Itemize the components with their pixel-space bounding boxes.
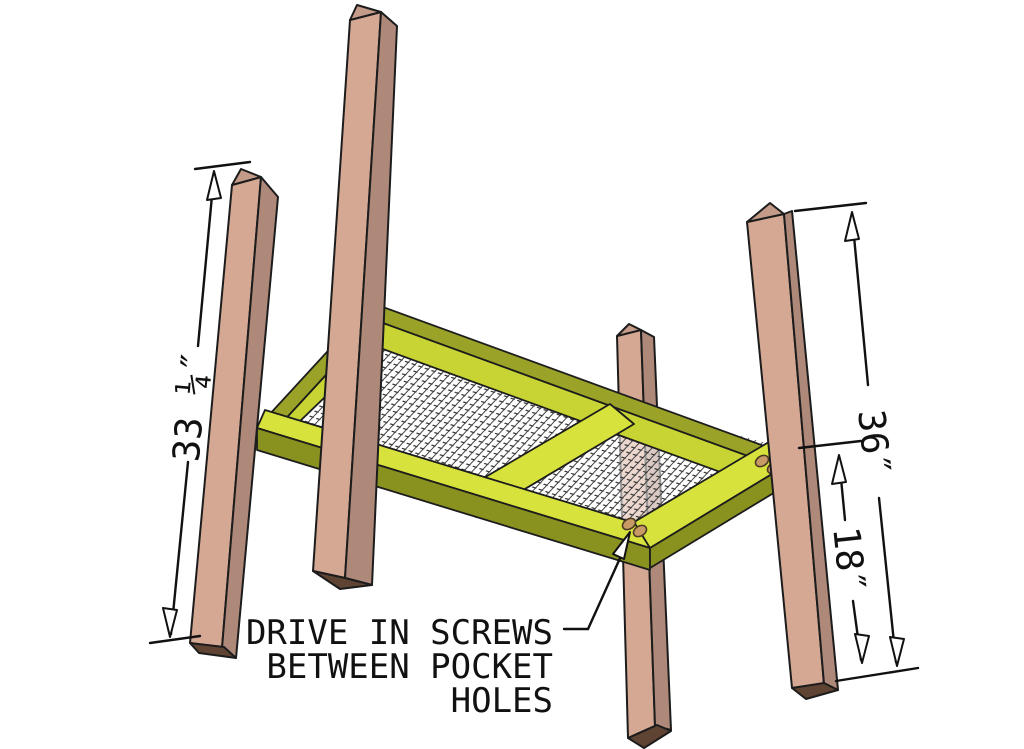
back-post-top-chamfer (349, 4, 382, 21)
arrow-up-icon (206, 170, 222, 201)
dim-tick (834, 666, 920, 683)
dim-line (169, 460, 190, 636)
wire-mesh-panel (272, 336, 784, 530)
arrow-down-icon (889, 636, 905, 667)
dim-label-height-total: 36″ (849, 408, 899, 479)
dimension-height-lower: 18″ (797, 439, 920, 683)
dim-tick (797, 439, 863, 450)
dim-label-height-lower: 18″ (824, 525, 874, 596)
arrow-down-icon (854, 633, 870, 664)
back-post-end-grain (312, 570, 373, 590)
dim-line (877, 496, 898, 664)
pocket-hole (621, 517, 637, 531)
arrow-down-icon (162, 607, 178, 638)
left-post (189, 168, 279, 659)
dimension-leg-left: 33 ¼″ (148, 160, 252, 645)
pocket-hole (754, 454, 770, 468)
dim-line (196, 172, 216, 348)
left-post-top-chamfer (231, 168, 262, 186)
dim-tick (148, 634, 202, 645)
callout-text-line1: DRIVE IN SCREWS (246, 613, 553, 653)
right-post (746, 202, 839, 700)
middle-post-top-chamfer (616, 323, 642, 337)
dimension-height-total: 36″ (793, 201, 905, 667)
left-post-end-grain (189, 642, 237, 659)
middle-post-end-grain (627, 724, 672, 749)
leader-line (562, 554, 623, 631)
arrow-up-icon (844, 211, 860, 242)
dim-label-leg-left: 33 ¼″ (165, 349, 218, 464)
dim-line (850, 213, 870, 387)
pocket-hole (632, 524, 648, 538)
dim-tick (193, 160, 252, 171)
arrow-up-icon (831, 454, 847, 485)
callout-pocket-screws: DRIVE IN SCREWS BETWEEN POCKET HOLES (246, 531, 631, 721)
back-post (312, 4, 398, 590)
callout-text-line3: HOLES (451, 681, 553, 721)
callout-text-line2: BETWEEN POCKET (266, 647, 553, 687)
right-post-end-grain (791, 682, 839, 700)
dim-tick (793, 201, 868, 213)
right-post-top-chamfer (746, 202, 785, 223)
pocket-hole-pair-near (621, 517, 648, 538)
leader-arrow-icon (612, 531, 631, 560)
